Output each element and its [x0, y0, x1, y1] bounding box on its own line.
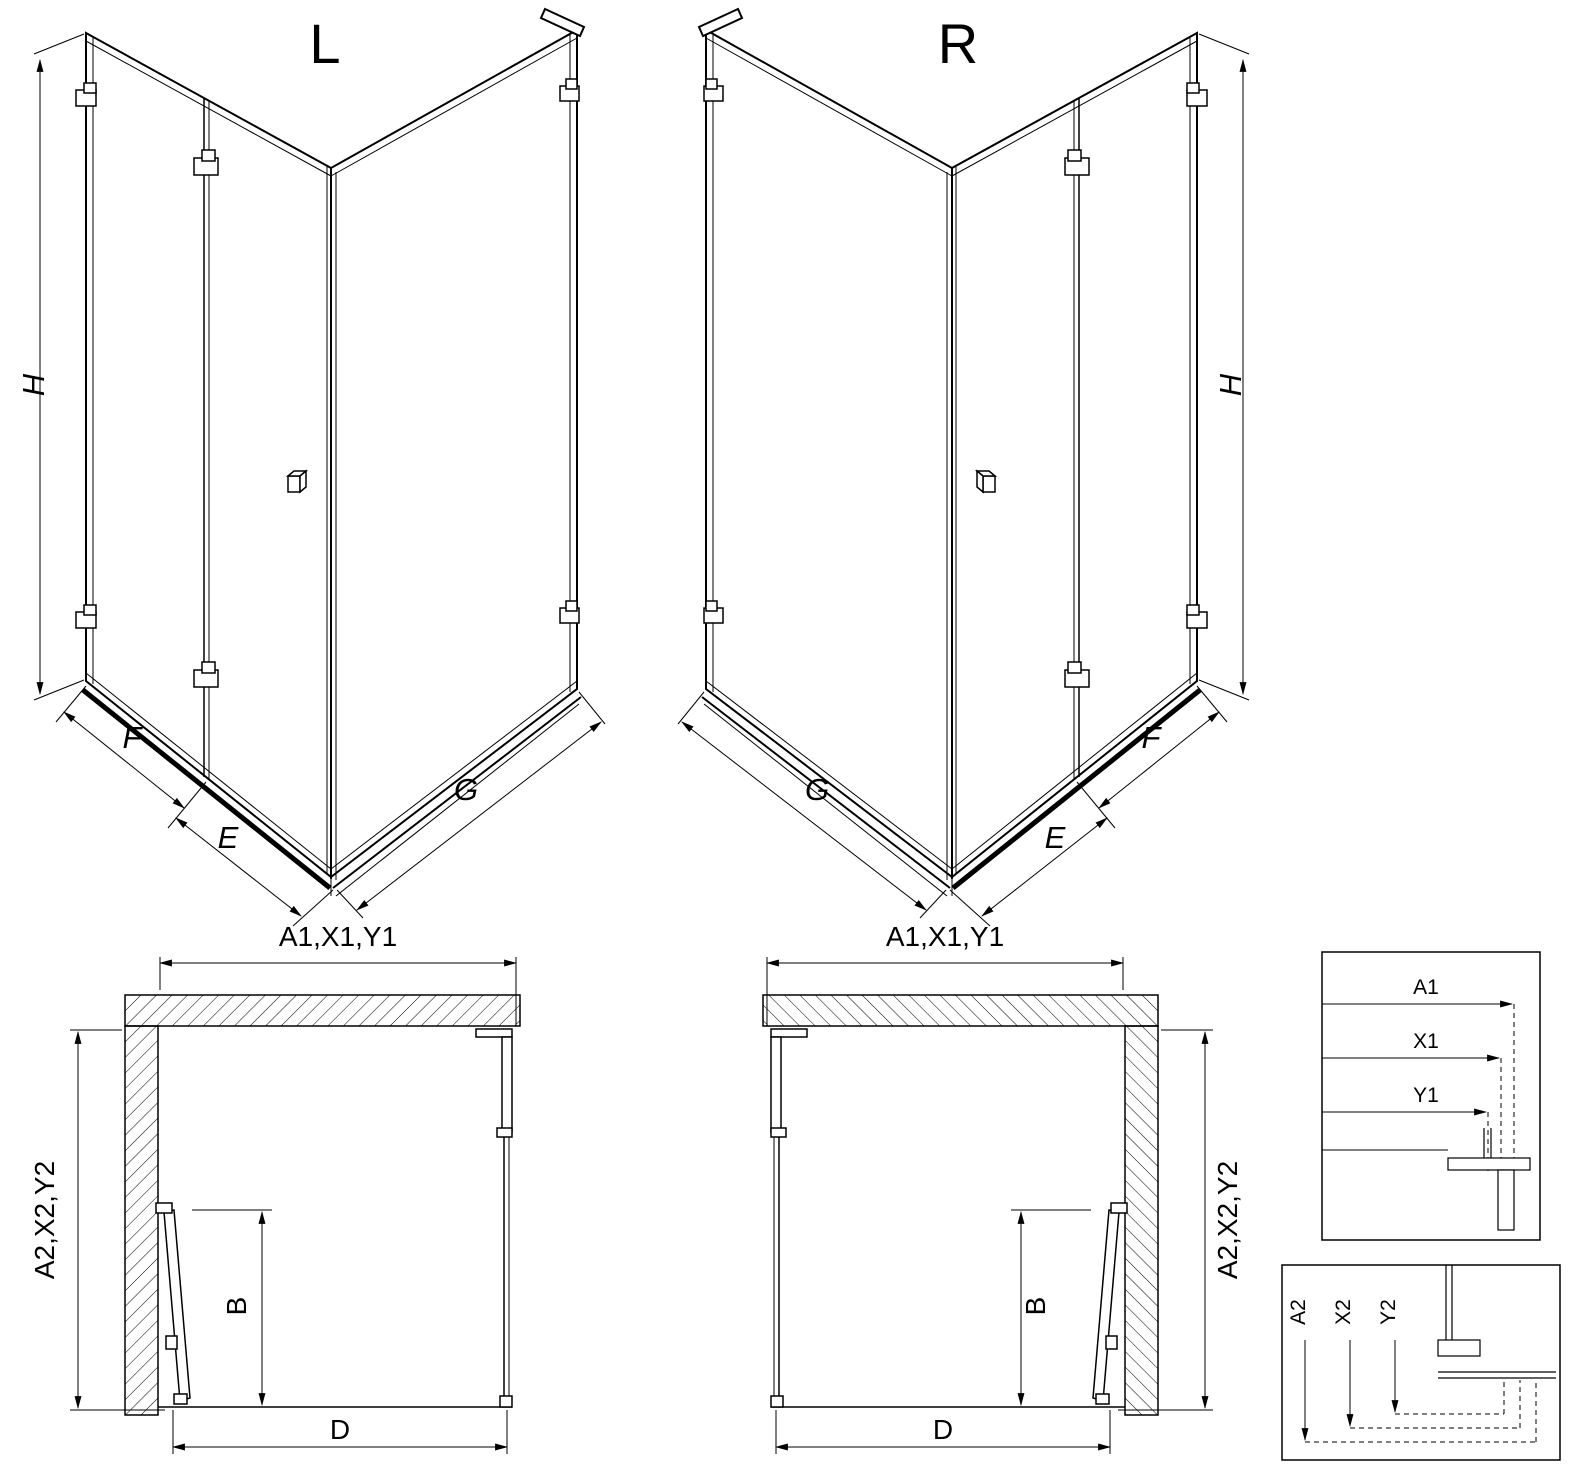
plan-view-structure [70, 957, 521, 1454]
right-side-panel-label: G [805, 772, 829, 807]
plan-left-width-label: A1,X1,Y1 [279, 921, 397, 952]
width-dimensions [55, 685, 606, 927]
detail-a1-label: A1 [1413, 976, 1439, 999]
detail-width-reference-lines [1487, 1004, 1515, 1196]
plan-left-door-label: B [221, 1297, 252, 1316]
detail-y2-label: Y2 [1377, 1299, 1400, 1325]
plan-right-entry-label: D [933, 1414, 953, 1445]
detail-depth-frame [1281, 1264, 1561, 1461]
detail-a2-label: A2 [1287, 1299, 1310, 1325]
iso-enclosure-structure-right [678, 9, 1249, 926]
detail-width-view [1321, 951, 1541, 1241]
glass-clamps [75, 78, 580, 688]
plan-view-structure-right [763, 957, 1213, 1454]
detail-width-leaders [1322, 1000, 1514, 1116]
door-knob [285, 469, 309, 494]
plan-corner-profile [499, 1395, 513, 1408]
plan-open-door [155, 1202, 191, 1405]
left-side-panel-label: G [454, 772, 478, 807]
plan-left-entry-label: D [330, 1414, 350, 1445]
detail-x2-label: X2 [1332, 1299, 1355, 1325]
plan-right-door-label: B [1020, 1297, 1051, 1316]
height-dimension [33, 33, 85, 701]
plan-dimensions [70, 957, 518, 1454]
side-glass-wall [330, 28, 578, 880]
right-fixed-panel-label: F [1142, 720, 1163, 755]
side-wall [124, 1025, 159, 1416]
detail-depth-view [1281, 1264, 1561, 1461]
detail-depth-leaders [1301, 1340, 1399, 1442]
right-door-label: E [1045, 820, 1066, 855]
left-door-label: E [218, 820, 239, 855]
left-height-label: H [16, 373, 51, 396]
detail-depth-reference-lines [1305, 1380, 1537, 1443]
right-version-title: R [938, 12, 978, 75]
right-height-label: H [1213, 373, 1248, 396]
plan-right-depth-label: A2,X2,Y2 [1212, 1161, 1243, 1279]
top-support-bracket [539, 7, 586, 38]
detail-y1-label: Y1 [1413, 1084, 1439, 1107]
detail-width-frame [1321, 951, 1541, 1241]
left-version-title: L [309, 12, 340, 75]
detail-width-profile [1447, 1128, 1531, 1231]
detail-x1-label: X1 [1413, 1030, 1439, 1053]
detail-depth-profile [1437, 1265, 1556, 1379]
iso-enclosure-structure [33, 7, 606, 927]
plan-wall-bracket [475, 1028, 513, 1138]
left-fixed-panel-label: F [123, 720, 144, 755]
plan-left-depth-label: A2,X2,Y2 [29, 1161, 60, 1279]
top-wall [124, 994, 521, 1027]
plan-right-width-label: A1,X1,Y1 [886, 921, 1004, 952]
